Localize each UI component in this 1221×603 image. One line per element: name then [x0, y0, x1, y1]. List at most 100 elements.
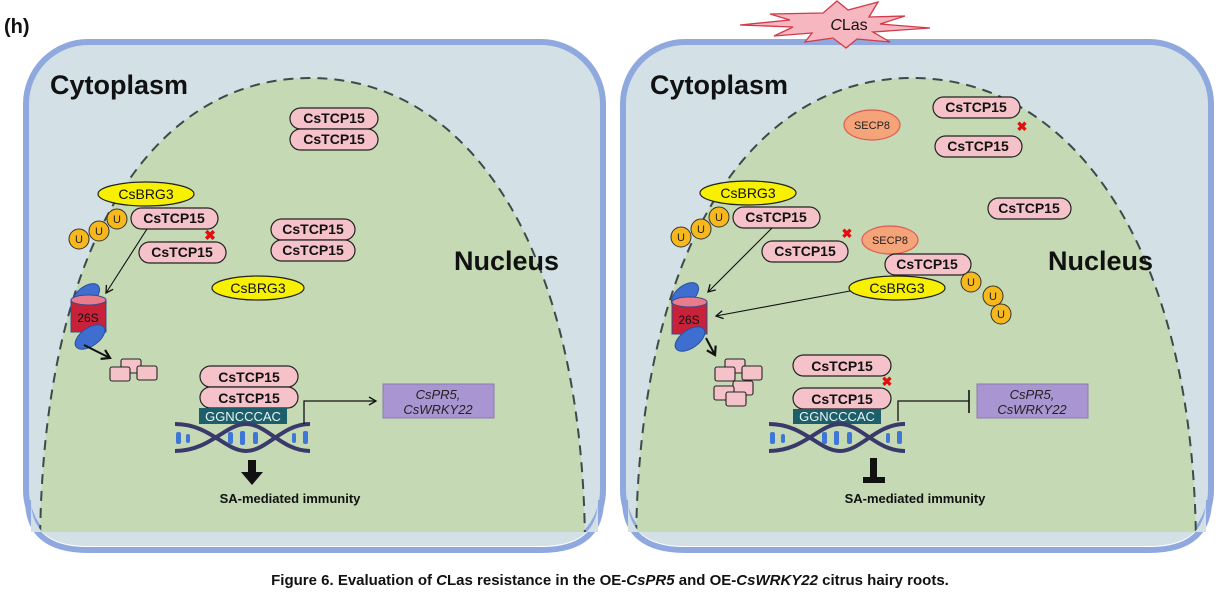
- target-genes-box: [382, 383, 495, 419]
- ubiquitin: [670, 226, 692, 248]
- caption-segment: CsWRKY22: [736, 572, 818, 589]
- tcp15-label: CsTCP15: [282, 221, 344, 237]
- tcp15-protein: [932, 96, 1021, 119]
- caption-segment: Las resistance in the OE-: [447, 572, 626, 589]
- ubiquitin-label: U: [75, 234, 83, 246]
- cytoplasm-label: Cytoplasm: [650, 70, 788, 100]
- tcp15-protein: [934, 135, 1023, 158]
- figure-caption: Figure 6. Evaluation of CLas resistance …: [271, 572, 949, 589]
- proteasome-top: [671, 296, 708, 308]
- block-x-icon: ✖: [882, 374, 893, 389]
- clas-label-italic: C: [830, 17, 842, 34]
- tcp15-label: CsTCP15: [218, 390, 280, 406]
- tcp15-label: CsTCP15: [143, 210, 205, 226]
- tcp15-protein: [792, 354, 892, 377]
- brg3-label: CsBRG3: [230, 280, 285, 296]
- brg3-label: CsBRG3: [720, 185, 775, 201]
- tcp15-label: CsTCP15: [218, 369, 280, 385]
- proteasome-26s: 26S: [670, 282, 708, 352]
- brg3-tcp15-complex: CsBRG3 U U U CsTCP15 ✖ CsTCP15: [670, 180, 853, 263]
- clas-starburst-icon: [739, 0, 931, 49]
- binding-motif: GGNCCCAC: [799, 409, 875, 424]
- peptide-fragment: [109, 366, 131, 382]
- tcp15-label: CsTCP15: [811, 391, 873, 407]
- tcp15-label: CsTCP15: [282, 242, 344, 258]
- dna-helix-icon: [174, 421, 311, 454]
- panel-clas-infected: Cytoplasm Nucleus CsTCP15 SECP8 ✖ CsTCP1…: [620, 39, 1214, 556]
- target-gene-label: CsWRKY22: [403, 402, 473, 417]
- ubiquitin: [68, 228, 90, 250]
- ubiquitin: [708, 206, 730, 228]
- ubiquitin: [990, 303, 1012, 325]
- cytoplasm-label: Cytoplasm: [50, 70, 188, 100]
- target-gene-label: CsPR5,: [1010, 387, 1055, 402]
- ubiquitin-label: U: [95, 226, 103, 238]
- nucleus-label: Nucleus: [1048, 246, 1153, 276]
- secp8-tcp15-brg3-complex: SECP8 CsTCP15 CsBRG3 U U U: [848, 225, 1012, 325]
- secp8-label: SECP8: [854, 120, 890, 132]
- tcp15-protein: [270, 239, 356, 262]
- binding-motif-box: [793, 409, 881, 424]
- degradation-output-arrow: [83, 344, 112, 360]
- peptide-fragments: [109, 358, 158, 382]
- brg3-label: CsBRG3: [869, 280, 924, 296]
- peptide-fragment: [714, 366, 736, 382]
- activation-arrow: [303, 396, 378, 424]
- peptide-fragment: [741, 365, 763, 381]
- peptide-fragment: [725, 391, 747, 407]
- tcp15-protein: [761, 240, 849, 263]
- tcp15-label: CsTCP15: [303, 131, 365, 147]
- cytoplasm-bottom: [628, 500, 1206, 546]
- clas-label-rest: Las: [842, 17, 868, 34]
- ubiquitin: [960, 271, 982, 293]
- ubiquitin: [88, 220, 110, 242]
- block-x-icon: ✖: [842, 226, 853, 241]
- caption-segment: CsPR5: [626, 572, 675, 589]
- tcp15-label: CsTCP15: [811, 358, 873, 374]
- brg3-tcp15-complex: CsBRG3 U U U CsTCP15 ✖ CsTCP15: [68, 181, 227, 264]
- nucleus-label: Nucleus: [454, 246, 559, 276]
- promote-arrow-icon: [241, 460, 263, 485]
- brg3-protein: [211, 275, 305, 301]
- tcp15-label: CsTCP15: [774, 243, 836, 259]
- panel-label: (h): [4, 16, 30, 38]
- tcp15-dimer: CsTCP15 CsTCP15: [270, 218, 356, 262]
- caption-segment: citrus hairy roots.: [818, 572, 949, 589]
- target-genes-box: [976, 383, 1089, 419]
- tcp15-protein: [138, 241, 227, 264]
- secp8-tcp15-complex: CsTCP15 SECP8 ✖ CsTCP15: [843, 96, 1028, 158]
- ubiquitin-label: U: [967, 277, 975, 289]
- peptide-fragment: [136, 365, 158, 381]
- tcp15-label: CsTCP15: [945, 99, 1007, 115]
- degradation-arrow: [105, 228, 148, 295]
- proteasome-cap: [74, 324, 106, 350]
- tcp15-protein: [987, 197, 1072, 220]
- inhibition-line: [897, 400, 969, 421]
- dna-helix-icon: [768, 421, 906, 454]
- brg3-protein: [699, 180, 797, 206]
- degradation-output-arrow: [705, 337, 717, 357]
- caption-segment: Figure 6. Evaluation of: [271, 572, 436, 589]
- ubiquitin: [690, 218, 712, 240]
- proteasome-label: 26S: [678, 313, 699, 327]
- clas-label: CLas: [830, 17, 867, 34]
- outcome-label: SA-mediated immunity: [845, 491, 987, 506]
- inhibit-icon: [863, 458, 885, 483]
- tcp15-label: CsTCP15: [947, 138, 1009, 154]
- ubiquitin-label: U: [677, 232, 685, 244]
- tcp15-label: CsTCP15: [303, 110, 365, 126]
- ubiquitin-label: U: [697, 224, 705, 236]
- clas-pathogen: CLas: [739, 0, 931, 49]
- secp8-protein: [843, 109, 901, 141]
- ubiquitin-label: U: [715, 212, 723, 224]
- brg3-label: CsBRG3: [118, 186, 173, 202]
- tcp15-label: CsTCP15: [998, 200, 1060, 216]
- tcp15-label: CsTCP15: [896, 256, 958, 272]
- block-x-icon: ✖: [1017, 119, 1028, 134]
- ubiquitin: [982, 285, 1004, 307]
- brg3-protein: [97, 181, 195, 207]
- target-gene-label: CsPR5,: [416, 387, 461, 402]
- secp8-label: SECP8: [872, 235, 908, 247]
- proteasome-label: 26S: [77, 311, 98, 325]
